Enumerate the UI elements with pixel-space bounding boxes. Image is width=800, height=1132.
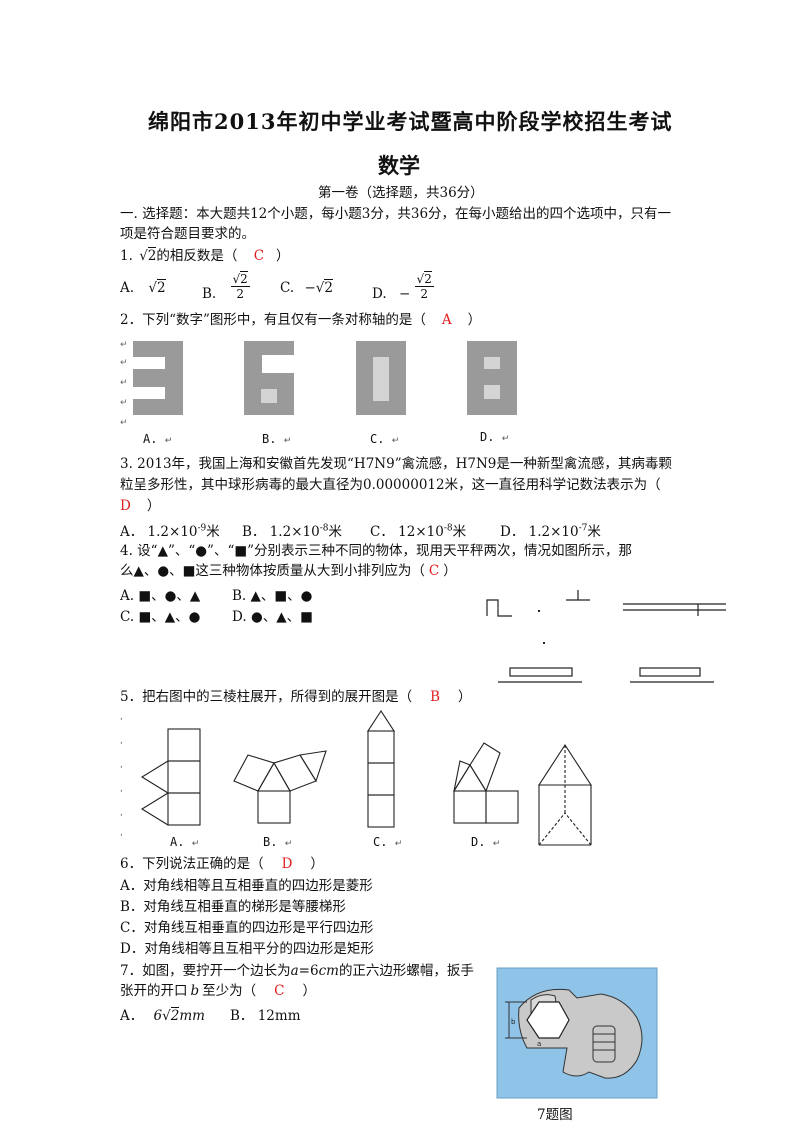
- svg-text:a: a: [537, 1040, 541, 1048]
- part-heading: 第一卷（选择题，共36分）: [318, 185, 484, 201]
- q1-option-b: B. √2 2: [202, 271, 250, 302]
- q4-line2: 么▲、●、■这三种物体按质量从大到小排列应为（C）: [120, 563, 457, 579]
- q7-line1: 7．如图，要拧开一个边长为a=6cm的正六边形螺帽，扳手: [120, 963, 474, 979]
- q3-answer: D: [120, 498, 131, 514]
- q1-radical: √2: [139, 247, 157, 264]
- q4-balance-figures: [486, 590, 726, 683]
- q5-figure-b: [233, 750, 327, 824]
- q1-stem: 1. √2的相反数是（ C）: [120, 247, 290, 264]
- q5-label-d: D. ↵: [471, 835, 501, 849]
- q2-label-d: D. ↵: [480, 430, 510, 444]
- svg-text:↵: ↵: [120, 378, 128, 388]
- q1-option-a: A. √2: [120, 279, 166, 296]
- q3-option-b: B． 1.2×10-8米: [242, 523, 342, 541]
- svg-text:,: ,: [120, 808, 123, 818]
- q7-answer: C: [274, 983, 285, 999]
- q2-label-b: B. ↵: [262, 432, 292, 446]
- q5-net-figures: ,,, ,,,: [120, 709, 593, 846]
- q2-figure-b: [244, 341, 294, 415]
- q3-option-c: C． 12×10-8米: [370, 523, 467, 541]
- svg-text:b: b: [511, 1018, 516, 1026]
- q6-answer: D: [281, 856, 293, 872]
- q5-prism: [537, 743, 593, 846]
- q2-figure-d: [467, 341, 517, 415]
- svg-text:,: ,: [120, 760, 123, 770]
- q4-line1: 4. 设“▲”、“●”、“■”分别表示三种不同的物体，现用天平秤两次，情况如图所…: [120, 543, 632, 559]
- q1-option-c: C. −√2: [280, 279, 333, 296]
- q1-option-d: D. − √2 2: [372, 271, 434, 302]
- svg-text:↵: ↵: [120, 418, 128, 428]
- q1-answer: C: [253, 248, 265, 264]
- q6-option-a: A．对角线相等且互相垂直的四边形是菱形: [120, 878, 373, 894]
- q6-option-b: B．对角线互相垂直的梯形是等腰梯形: [120, 899, 346, 915]
- svg-text:↵: ↵: [120, 340, 128, 350]
- section-instructions-line1: 一. 选择题：本大题共12个小题，每小题3分，共36分，在每小题给出的四个选项中…: [120, 206, 672, 222]
- q5-label-a: A. ↵: [170, 835, 200, 849]
- q6-option-c: C．对角线互相垂直的四边形是平行四边形: [120, 920, 374, 936]
- q5-figure-c: [366, 709, 396, 828]
- q5-figure-d: [453, 742, 519, 824]
- q3-answer-line: D）: [120, 498, 161, 514]
- q4-option-d: D. ●、▲、■: [232, 609, 313, 625]
- svg-text:,: ,: [120, 784, 123, 794]
- q4-answer: C: [428, 563, 440, 579]
- q5-label-b: B. ↵: [263, 835, 293, 849]
- q3-line1: 3. 2013年，我国上海和安徽首先发现“H7N9”禽流感，H7N9是一种新型禽…: [120, 456, 672, 472]
- q4-option-b: B. ▲、■、●: [232, 588, 313, 604]
- q6-option-d: D．对角线相等且互相平分的四边形是矩形: [120, 941, 374, 957]
- q6-stem: 6．下列说法正确的是（D）: [120, 856, 324, 872]
- q2-label-a: A. ↵: [143, 432, 173, 446]
- page-subtitle: 数学: [378, 153, 420, 178]
- q5-answer: B: [430, 689, 441, 705]
- q2-figure-a: [133, 341, 183, 415]
- q7-wrench-figure: b a: [496, 967, 658, 1099]
- svg-text:↵: ↵: [120, 358, 128, 368]
- svg-text:,: ,: [120, 712, 123, 722]
- q2-figures: ↵ ↵ ↵ ↵ ↵: [120, 340, 517, 428]
- q4-option-a: A. ■、●、▲: [120, 588, 201, 604]
- svg-text:,: ,: [120, 828, 123, 838]
- q5-figure-a: [140, 728, 201, 826]
- svg-text:,: ,: [120, 736, 123, 746]
- section-instructions-line2: 项是符合题目要求的。: [120, 226, 255, 242]
- q3-option-d: D． 1.2×10-7米: [500, 523, 601, 541]
- page-title: 绵阳市2013年初中学业考试暨高中阶段学校招生考试: [148, 109, 673, 134]
- q3-line2: 粒呈多形性，其中球形病毒的最大直径为0.00000012米，这一直径用科学记数法…: [120, 477, 661, 493]
- q7-option-b: B． 12mm: [230, 1008, 301, 1024]
- q5-label-c: C. ↵: [373, 835, 403, 849]
- q4-option-c: C. ■、▲、●: [120, 609, 201, 625]
- svg-text:↵: ↵: [120, 398, 128, 408]
- q7-option-a: A． 6√2mm: [120, 1007, 205, 1024]
- q2-label-c: C. ↵: [370, 432, 400, 446]
- q7-caption: 7题图: [537, 1107, 573, 1123]
- q2-figure-c: [356, 341, 406, 415]
- q2-stem: 2．下列“数字”图形中，有且仅有一条对称轴的是（A）: [120, 312, 482, 328]
- q5-stem: 5．把右图中的三棱柱展开，所得到的展开图是（B）: [120, 689, 472, 705]
- q2-answer: A: [441, 312, 452, 328]
- q3-option-a: A． 1.2×10-9米: [120, 523, 220, 541]
